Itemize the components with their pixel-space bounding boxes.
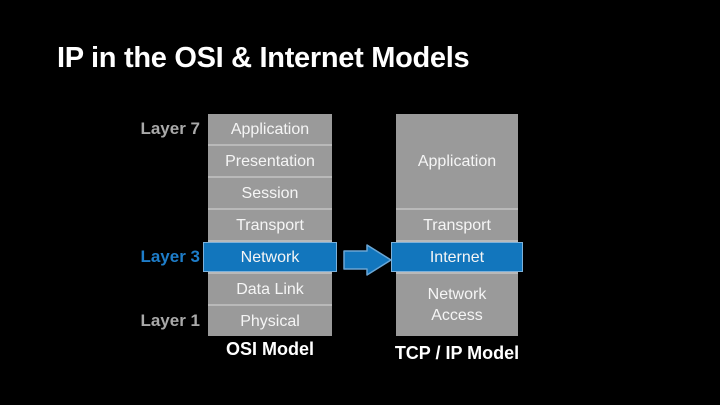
osi-layer-physical: Physical xyxy=(208,306,332,336)
right-arrow-icon xyxy=(343,244,392,276)
osi-model-caption: OSI Model xyxy=(225,339,314,359)
tcp-layer-network-access: Network Access xyxy=(396,274,518,336)
tcpip-model-stack: Application Transport Internet Network A… xyxy=(391,114,523,336)
osi-layer-presentation: Presentation xyxy=(208,146,332,176)
tcpip-model-caption: TCP / IP Model xyxy=(394,343,520,363)
osi-layer-transport: Transport xyxy=(208,210,332,240)
osi-model-stack: Application Presentation Session Transpo… xyxy=(203,114,337,336)
osi-layer-data-link: Data Link xyxy=(208,274,332,304)
layer-1-label: Layer 1 xyxy=(140,311,200,330)
osi-layer-network-highlighted: Network xyxy=(203,242,337,272)
slide-title: IP in the OSI & Internet Models xyxy=(57,42,470,74)
tcp-layer-application: Application xyxy=(396,114,518,208)
tcp-layer-transport: Transport xyxy=(396,210,518,240)
osi-layer-session: Session xyxy=(208,178,332,208)
layer-7-label: Layer 7 xyxy=(140,119,200,138)
osi-layer-application: Application xyxy=(208,114,332,144)
tcp-layer-internet-highlighted: Internet xyxy=(391,242,523,272)
layer-3-label: Layer 3 xyxy=(140,247,200,266)
